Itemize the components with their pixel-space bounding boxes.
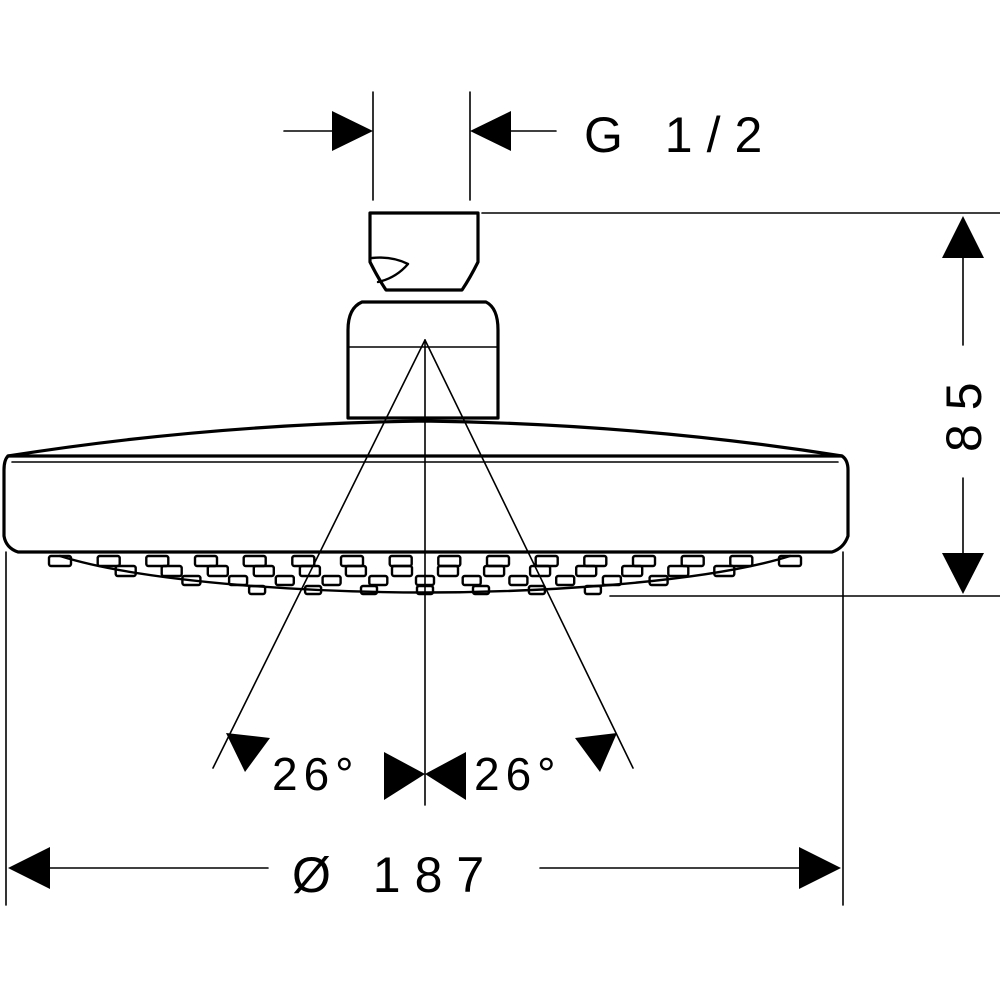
nozzle	[368, 574, 389, 587]
angle-arrow-center-left	[384, 752, 425, 800]
spray-line-left	[212, 339, 426, 769]
height-label: 85	[936, 368, 992, 452]
angle-dimension: 26° 26°	[226, 733, 617, 800]
nozzle	[631, 554, 657, 568]
nozzle	[729, 554, 754, 568]
nozzle	[252, 564, 276, 578]
nozzle	[247, 584, 267, 596]
shower-head	[2, 211, 850, 596]
nut-notch	[370, 256, 410, 284]
nozzle	[583, 584, 603, 596]
swivel-housing	[346, 300, 500, 420]
height-arrow-bottom	[942, 553, 984, 594]
thread-arrow-right	[470, 111, 511, 151]
nozzle	[47, 554, 73, 568]
nozzle	[193, 554, 219, 568]
nozzle	[96, 554, 121, 568]
diameter-dimension: Ø 187	[5, 551, 844, 906]
nozzle	[388, 554, 413, 568]
height-arrow-top	[942, 216, 984, 258]
nozzle	[583, 554, 608, 568]
nozzle	[777, 554, 803, 568]
nozzle	[291, 554, 316, 568]
angle-arrow-left-outer	[226, 733, 270, 772]
nozzle	[114, 564, 137, 578]
angle-arrow-center-right	[425, 752, 466, 800]
nozzle	[601, 574, 623, 587]
nozzle	[160, 564, 183, 578]
angle-left-label: 26°	[272, 748, 360, 800]
thread-dimension: G 1/2	[283, 91, 776, 201]
nozzle	[321, 574, 342, 587]
nozzle	[461, 574, 482, 587]
nozzle	[508, 574, 529, 587]
nozzle	[242, 554, 267, 568]
nozzle	[528, 564, 552, 578]
nozzle	[303, 584, 323, 596]
angle-arrow-right-outer	[575, 733, 617, 772]
head-disc-outline	[2, 454, 850, 554]
nozzle	[181, 574, 202, 587]
nozzle	[667, 564, 690, 578]
nozzle	[390, 564, 414, 578]
nozzle	[471, 584, 491, 596]
nozzle	[206, 564, 230, 578]
nozzle	[359, 584, 379, 596]
nozzle	[274, 574, 295, 587]
diameter-label: Ø 187	[292, 847, 498, 903]
nozzle	[713, 564, 736, 578]
diameter-arrow-right	[799, 847, 841, 889]
nozzle	[648, 574, 669, 587]
height-dimension: 85	[481, 212, 1000, 597]
angle-right-label: 26°	[474, 748, 562, 800]
nozzle	[344, 564, 368, 578]
nozzle	[145, 554, 170, 568]
nozzle	[436, 564, 460, 578]
nozzle	[534, 554, 559, 568]
nozzle	[575, 564, 598, 578]
nozzle	[339, 554, 365, 568]
nozzle	[555, 574, 576, 587]
diameter-arrow-left	[8, 847, 50, 889]
nozzle	[298, 564, 322, 578]
nozzle	[227, 574, 249, 587]
spray-angle-lines	[212, 339, 634, 806]
nozzle	[482, 564, 506, 578]
nozzle	[621, 564, 644, 578]
thread-arrow-left	[332, 111, 373, 151]
nozzle	[437, 554, 462, 568]
spray-line-right	[424, 339, 634, 769]
nozzle	[527, 584, 547, 596]
nozzle	[680, 554, 705, 568]
thread-label: G 1/2	[584, 107, 776, 163]
nozzle	[485, 554, 511, 568]
